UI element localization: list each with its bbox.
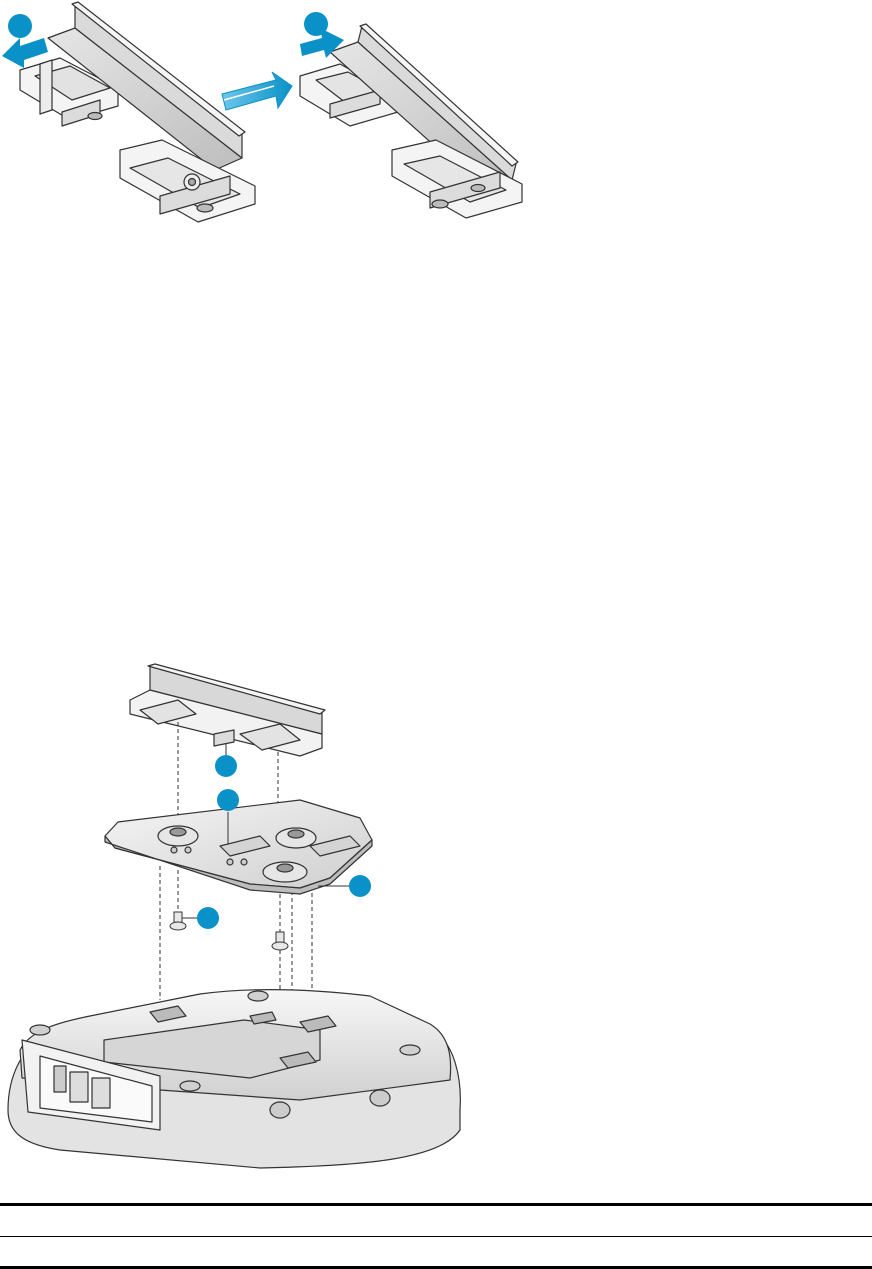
transition-arrow: [222, 72, 292, 110]
rail-left-assembly: [20, 2, 255, 222]
table-top-rule: [0, 1203, 872, 1206]
callout-2: [304, 12, 328, 36]
table-row-divider: [0, 1236, 872, 1237]
rail-right-assembly: [300, 24, 522, 218]
callout-1: [8, 14, 32, 38]
